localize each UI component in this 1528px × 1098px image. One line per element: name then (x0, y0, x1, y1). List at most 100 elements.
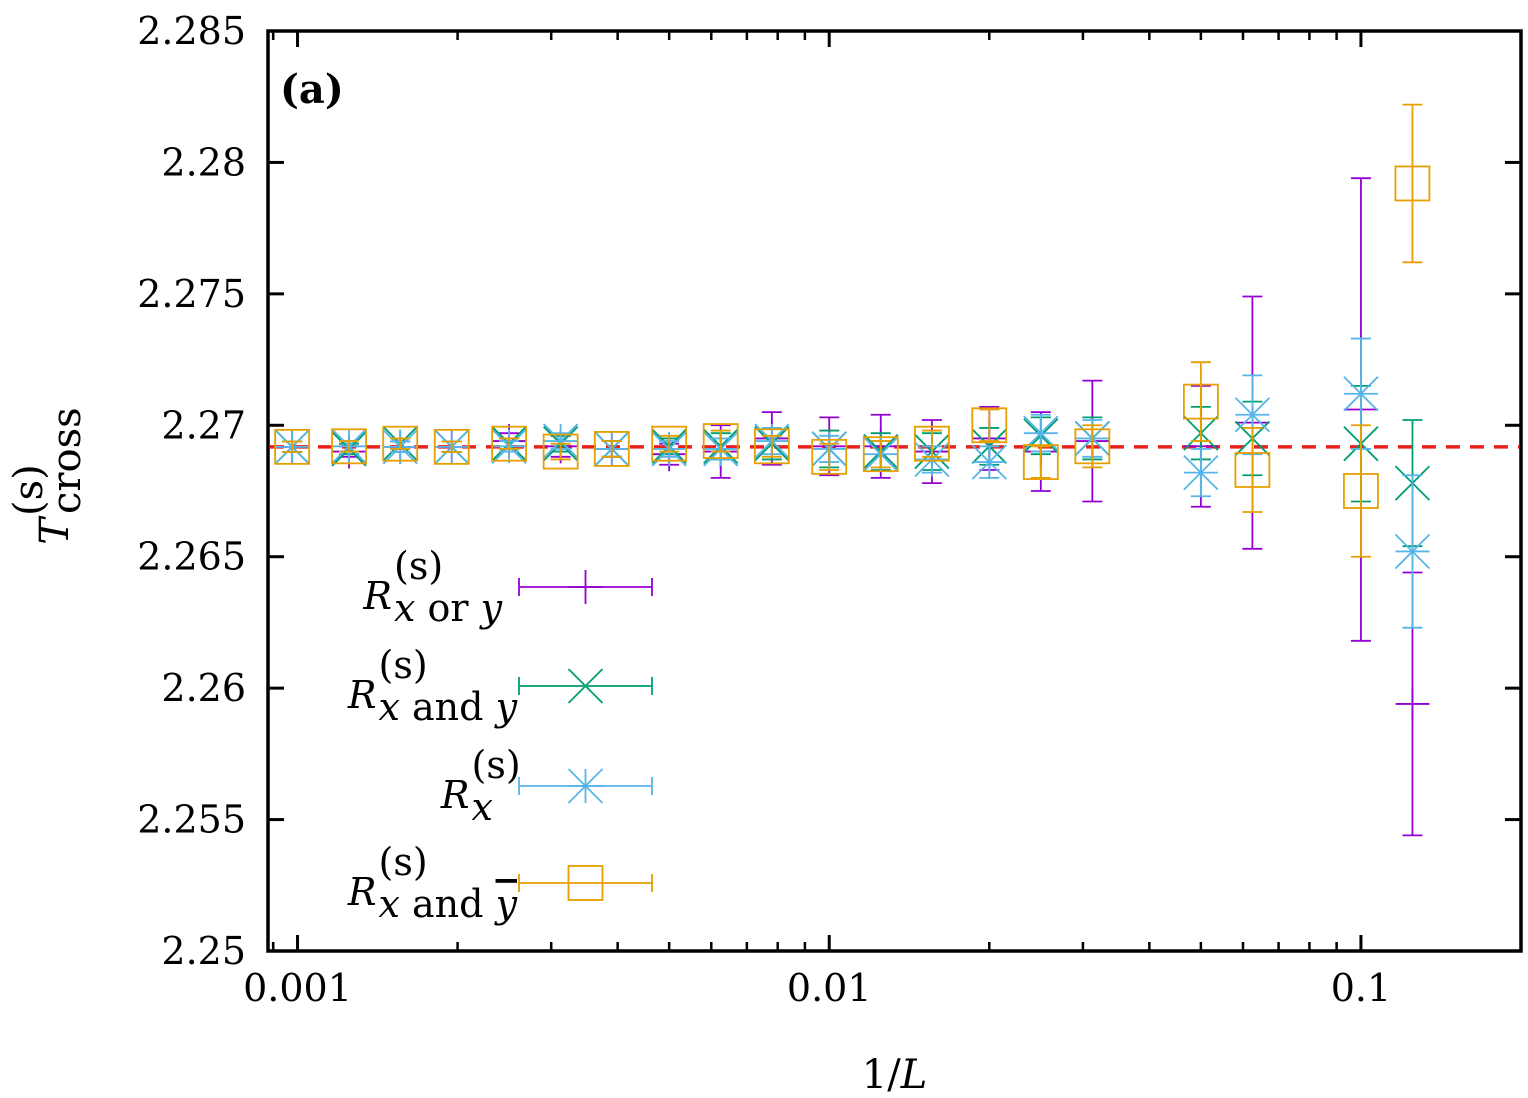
legend-label-sup: (s) (472, 743, 521, 787)
legend-label-sub-part: x (472, 785, 493, 829)
data-point (1022, 444, 1059, 480)
data-point (914, 425, 950, 462)
legend-label-sub: x or y (394, 586, 503, 630)
star-marker (1234, 397, 1271, 433)
legend: R(s)x or yR(s)x and yR(s)xR(s)x and y (347, 544, 653, 926)
legend-label-base: R (440, 773, 470, 817)
data-point (1074, 424, 1111, 469)
legend-label-sup: (s) (379, 840, 428, 884)
legend-label-base: R (347, 673, 377, 717)
square-marker (542, 433, 579, 470)
data-point (651, 425, 688, 462)
legend-label-sub: x (472, 785, 493, 829)
star-marker (1394, 533, 1431, 570)
data-point (971, 407, 1008, 444)
y-axis-label-sub: cross (44, 407, 90, 514)
square-marker (331, 428, 367, 465)
data-point (491, 425, 528, 462)
square-marker (567, 865, 604, 901)
data-point (811, 438, 848, 475)
square-marker (862, 436, 899, 473)
star-marker (1183, 454, 1219, 491)
square-marker (382, 425, 419, 462)
legend-label-sub-overlined: y (494, 882, 518, 926)
data-point (971, 444, 1007, 480)
square-marker (914, 425, 950, 462)
legend-label-base: R (347, 870, 377, 914)
legend-entry: R(s)x and y (347, 643, 653, 729)
y-axis-title: T(s)cross (6, 407, 90, 544)
square-marker (702, 423, 739, 459)
y-tick-label: 2.275 (137, 272, 246, 316)
data-point (1343, 424, 1379, 558)
y-tick-label: 2.28 (161, 140, 246, 184)
data-point (433, 428, 470, 465)
data-point (593, 431, 630, 467)
star-marker (567, 768, 604, 804)
legend-label-sub-part: x (379, 685, 413, 729)
legend-entry: R(s)x or y (362, 544, 653, 630)
square-marker (1074, 428, 1111, 465)
y-tick-label: 2.255 (137, 798, 246, 842)
data-point (1183, 448, 1219, 498)
y-tick-label: 2.265 (137, 535, 246, 579)
x-axis-label-part: 1/ (862, 1052, 901, 1098)
axes-ticks (268, 29, 1521, 953)
square-marker (433, 428, 470, 465)
data-point (542, 433, 579, 470)
square-marker (811, 438, 848, 475)
tick-labels: 2.252.2552.262.2652.272.2752.282.2850.00… (137, 9, 1391, 1010)
square-marker (753, 428, 790, 465)
plot-frame (266, 29, 1523, 953)
square-marker (1022, 444, 1059, 480)
x-axis-label: 1/L (862, 1052, 928, 1098)
legend-label-sup: (s) (379, 643, 428, 687)
panel-label: (a) (280, 66, 344, 113)
x-axis-label-part: L (900, 1052, 928, 1098)
legend-entry: R(s)x and y (347, 840, 653, 926)
series-plus (275, 177, 1430, 837)
y-tick-label: 2.26 (161, 666, 246, 710)
y-tick-label: 2.285 (137, 9, 246, 53)
square-marker (1182, 383, 1219, 420)
square-marker (651, 425, 688, 462)
star-marker (542, 423, 579, 459)
star-marker (1343, 376, 1379, 412)
square-marker (1234, 452, 1271, 488)
legend-label-sub-part: y (494, 685, 518, 729)
data-point (1182, 361, 1219, 442)
y-tick-label: 2.25 (161, 929, 246, 973)
x-tick-label: 0.001 (243, 966, 352, 1010)
data-point (1234, 427, 1271, 513)
square-marker (274, 428, 311, 465)
y-axis-label-sup: (s) (6, 464, 52, 516)
data-point (274, 428, 311, 465)
y-axis-label-base: T (32, 515, 78, 545)
legend-label-sub-part: x (394, 586, 428, 630)
x-tick-label: 0.01 (787, 966, 872, 1010)
data-point (1394, 103, 1431, 264)
data-point (382, 425, 419, 462)
square-marker (1343, 473, 1379, 509)
star-marker (971, 444, 1007, 480)
x-tick-label: 0.1 (1331, 966, 1391, 1010)
data-point (1394, 474, 1431, 629)
legend-label-sub: x and y (379, 882, 518, 926)
legend-entry: R(s)x (440, 743, 653, 829)
series-square (274, 103, 1431, 558)
legend-label-sub-part: x (379, 882, 413, 926)
cross-marker (567, 668, 604, 704)
data-point (753, 428, 790, 465)
data-point (331, 428, 367, 465)
data-series (274, 103, 1431, 837)
data-point (702, 423, 739, 459)
square-marker (971, 407, 1008, 444)
legend-label-base: R (362, 574, 392, 618)
square-marker (491, 425, 528, 462)
legend-label-sub: x and y (379, 685, 518, 729)
series-star (274, 337, 1431, 629)
legend-label-sub-part: y (479, 586, 503, 630)
x-axis-title: 1/L (862, 1052, 928, 1098)
legend-label-sup: (s) (394, 544, 443, 588)
